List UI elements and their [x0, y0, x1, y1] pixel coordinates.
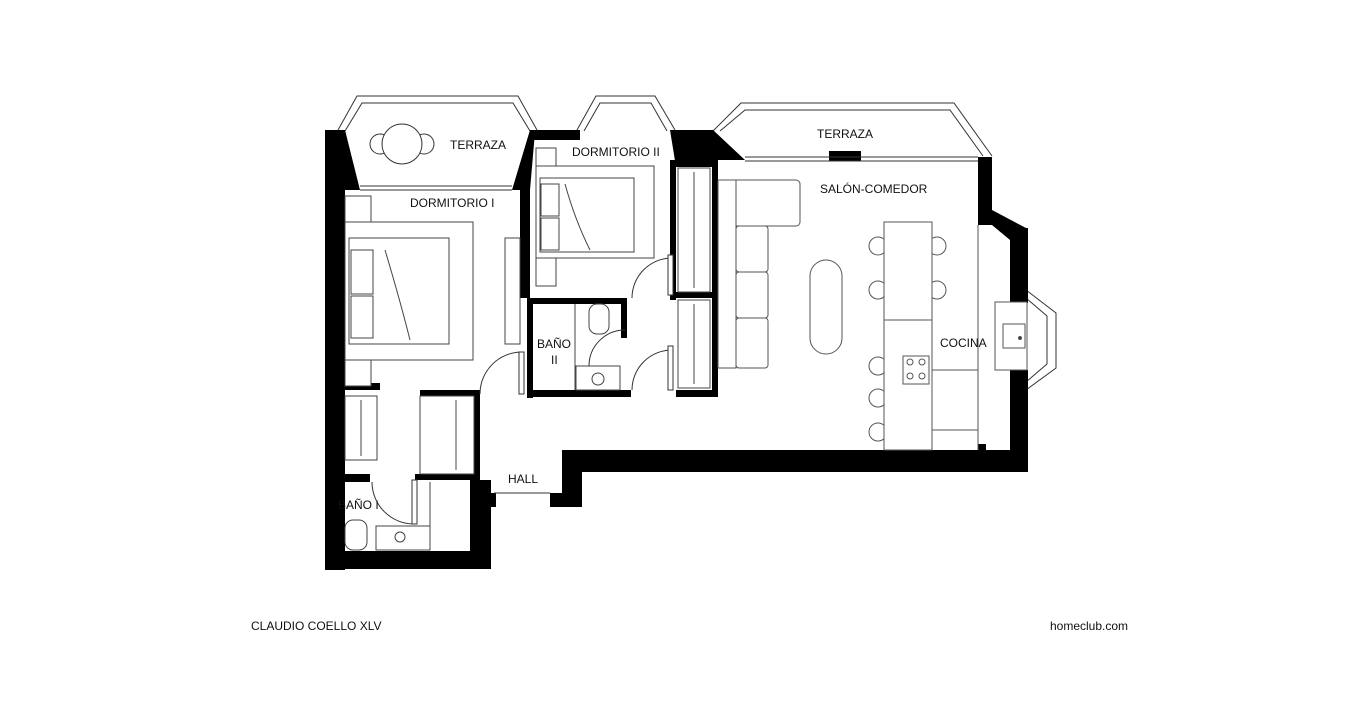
bano-2-fixtures	[574, 303, 621, 391]
salon-furniture	[717, 179, 843, 369]
label-bano-1: BAÑO I	[338, 498, 379, 512]
label-dormitorio-2: DORMITORIO II	[572, 145, 660, 159]
wardrobes	[344, 167, 711, 475]
kitchen	[868, 221, 1028, 451]
bano-1-fixtures	[344, 482, 431, 551]
label-bano-2-line1: BAÑO	[537, 337, 571, 351]
window-lines	[360, 156, 978, 494]
terrace-table	[369, 123, 435, 165]
label-terraza-2: TERRAZA	[817, 127, 873, 141]
dormitorio-1-bed	[344, 195, 521, 387]
label-terraza-1: TERRAZA	[450, 138, 506, 152]
label-dormitorio-1: DORMITORIO I	[410, 196, 494, 210]
label-salon-comedor: SALÓN-COMEDOR	[820, 181, 928, 196]
dormitorio-2-bed	[535, 147, 655, 287]
doors	[371, 254, 674, 525]
label-hall: HALL	[508, 472, 538, 486]
label-cocina: COCINA	[940, 336, 987, 350]
project-name: CLAUDIO COELLO XLV	[251, 619, 382, 633]
terrace-outlines	[337, 95, 1057, 391]
label-bano-2-line2: II	[551, 353, 558, 367]
walls	[325, 130, 1028, 570]
website-link[interactable]: homeclub.com	[1050, 619, 1129, 633]
